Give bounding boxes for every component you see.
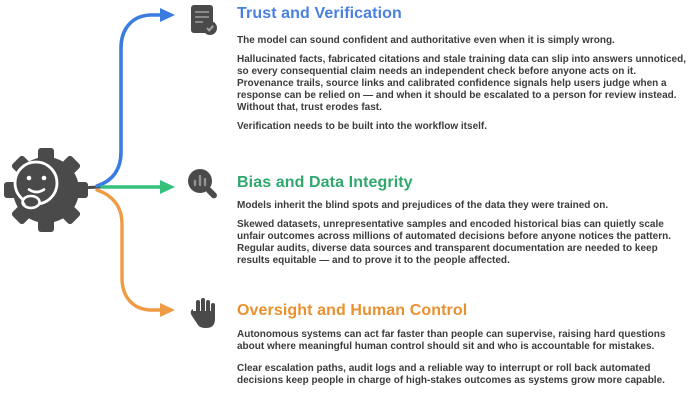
section-oversight: Oversight and Human Control Autonomous s… [237,301,687,397]
oversight-para1-text: Autonomous systems can act far faster th… [237,329,666,352]
oversight-para2-text: Clear escalation paths, audit logs and a… [237,363,665,386]
human-hand-icon [190,298,215,328]
oversight-arrowhead-icon [160,303,175,317]
trust-body-text: Hallucinated facts, fabricated citations… [237,54,686,113]
section-trust: Trust and Verification The model can sou… [237,4,687,140]
verification-certificate-icon [191,5,217,35]
data-magnifier-icon [188,169,217,199]
trust-lead-text: The model can sound confident and author… [237,35,615,46]
section-bias: Bias and Data Integrity Models inherit t… [237,173,687,274]
thinking-face-gear-icon [4,148,88,232]
trust-title: Trust and Verification [237,5,402,22]
oversight-arrow [95,188,162,312]
bias-body-text: Skewed datasets, unrepresentative sample… [237,219,671,266]
oversight-title: Oversight and Human Control [237,302,468,319]
thinking-face [13,160,59,210]
trust-footer-text: Verification needs to be built into the … [237,121,488,132]
bias-title: Bias and Data Integrity [237,174,413,191]
trust-arrow [95,13,162,188]
bias-arrowhead-icon [160,180,175,194]
bias-lead-text: Models inherit the blind spots and preju… [237,200,609,211]
trust-arrowhead-icon [160,8,175,22]
